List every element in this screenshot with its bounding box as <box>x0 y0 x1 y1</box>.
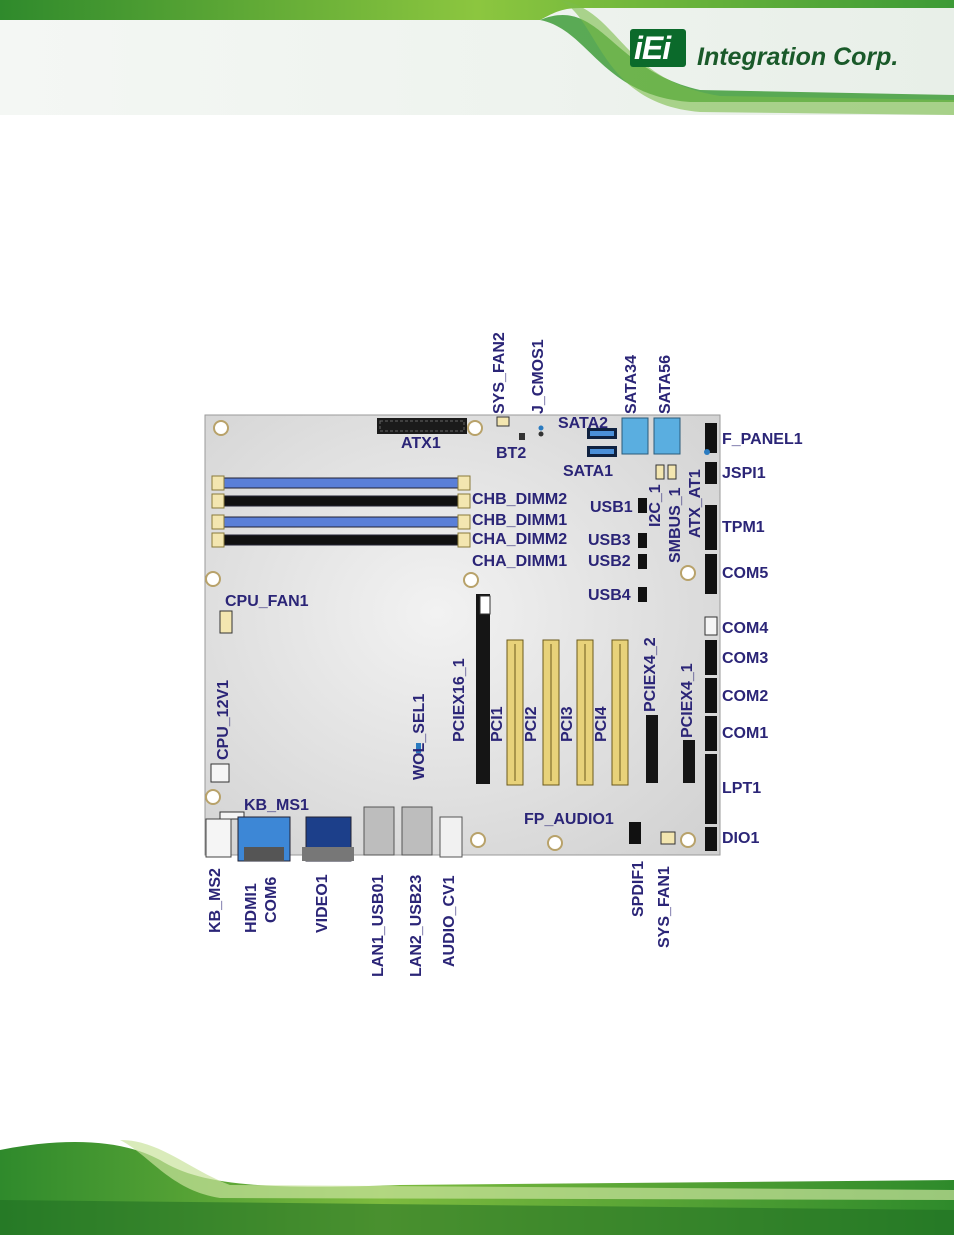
small-headers <box>210 416 718 851</box>
label-wol-sel1: WOL_SEL1 <box>411 693 428 780</box>
label-kb-ms2: KB_MS2 <box>207 868 224 933</box>
expansion-slots <box>476 594 695 786</box>
label-pci3: PCI3 <box>559 706 576 742</box>
footer-swoosh <box>0 1130 954 1235</box>
logo-name: Integration Corp. <box>697 43 899 71</box>
label-usb1: USB1 <box>590 499 633 516</box>
label-com1: COM1 <box>722 725 769 742</box>
label-jspi1: JSPI1 <box>722 465 766 482</box>
label-atx1: ATX1 <box>401 435 441 452</box>
label-sys-fan1: SYS_FAN1 <box>656 866 673 948</box>
footer-banner <box>0 1130 954 1235</box>
label-tpm1: TPM1 <box>722 519 765 536</box>
label-cha-dimm1: CHA_DIMM1 <box>472 553 568 570</box>
label-sata34: SATA34 <box>623 355 640 414</box>
logo-brand: iEi <box>634 30 671 66</box>
label-lan2-usb23: LAN2_USB23 <box>408 874 425 977</box>
label-sata2: SATA2 <box>558 415 609 432</box>
header-banner: iEi Integration Corp. <box>0 0 954 115</box>
label-sata1: SATA1 <box>563 463 614 480</box>
rear-io <box>205 806 463 862</box>
label-com3: COM3 <box>722 650 769 667</box>
label-cpu-12v1: CPU_12V1 <box>215 679 232 760</box>
label-dio1: DIO1 <box>722 830 760 847</box>
label-usb2: USB2 <box>588 553 631 570</box>
label-usb4: USB4 <box>588 587 631 604</box>
label-com2: COM2 <box>722 688 769 705</box>
label-lan1-usb01: LAN1_USB01 <box>370 874 387 977</box>
label-cha-dimm2: CHA_DIMM2 <box>472 531 568 548</box>
mounting-holes <box>205 420 696 851</box>
label-bt2: BT2 <box>496 445 527 462</box>
label-hdmi1: HDMI1 <box>243 883 260 933</box>
label-sys-fan2: SYS_FAN2 <box>491 332 508 414</box>
label-com5: COM5 <box>722 565 769 582</box>
label-kb-ms1: KB_MS1 <box>244 797 309 814</box>
label-pciex16-1: PCIEX16_1 <box>451 658 468 742</box>
label-spdif1: SPDIF1 <box>630 860 647 917</box>
label-smbus-1: SMBUS_1 <box>667 487 684 563</box>
label-pci1: PCI1 <box>489 706 506 742</box>
label-pciex4-1: PCIEX4_1 <box>679 663 696 738</box>
label-atx-at1: ATX_AT1 <box>687 469 704 538</box>
header-swoosh <box>0 0 954 115</box>
label-com6: COM6 <box>263 876 280 923</box>
label-f-panel1: F_PANEL1 <box>722 431 803 448</box>
sata-connectors <box>587 417 681 457</box>
label-audio-cv1: AUDIO_CV1 <box>441 875 458 967</box>
label-cpu-fan1: CPU_FAN1 <box>225 593 309 610</box>
label-chb-dimm1: CHB_DIMM1 <box>472 512 568 529</box>
label-com4: COM4 <box>722 620 769 637</box>
label-pci4: PCI4 <box>593 706 610 742</box>
dimm-slots <box>211 475 471 548</box>
logo-badge <box>630 29 686 67</box>
label-pci2: PCI2 <box>523 706 540 742</box>
label-pciex4-2: PCIEX4_2 <box>642 637 659 712</box>
label-i2c-1: I2C_1 <box>647 484 664 527</box>
label-lpt1: LPT1 <box>722 780 762 797</box>
label-chb-dimm2: CHB_DIMM2 <box>472 491 568 508</box>
label-fp-audio1: FP_AUDIO1 <box>524 811 614 828</box>
label-video1: VIDEO1 <box>314 874 331 933</box>
label-usb3: USB3 <box>588 532 631 549</box>
label-j-cmos1: J_CMOS1 <box>530 339 547 414</box>
label-sata56: SATA56 <box>657 355 674 414</box>
atx1-connector <box>377 418 467 434</box>
